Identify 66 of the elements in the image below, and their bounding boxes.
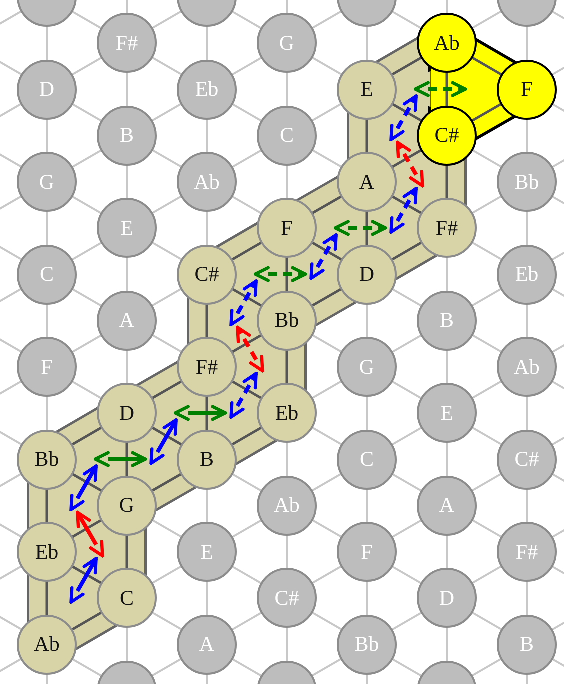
note-circle: D: [17, 60, 77, 120]
note-circle: G: [257, 13, 317, 73]
chord-triangle: [240, 348, 271, 385]
chord-triangle: [400, 71, 431, 108]
note-circle: Bb: [497, 152, 557, 212]
note-circle: F: [497, 60, 557, 120]
transformation-arrow: [70, 464, 98, 512]
chord-triangle: [143, 441, 174, 478]
transformation-arrow: [236, 326, 264, 373]
chord-triangle: [400, 164, 431, 200]
note-circle: C#: [257, 568, 317, 628]
chord-triangle: [303, 256, 334, 292]
note-circle: Bb: [337, 614, 397, 674]
chord-triangle: [63, 488, 94, 524]
note-circle: A: [97, 290, 157, 350]
note-circle: G: [17, 152, 77, 212]
note-circle: F: [17, 337, 77, 397]
transformation-arrow: [254, 266, 308, 282]
note-circle: B: [417, 290, 477, 350]
transformation-arrow: [76, 511, 104, 558]
note-circle: F: [337, 522, 397, 582]
chord-triangle: [63, 580, 94, 616]
transformation-arrow: [94, 451, 148, 468]
chord-triangle: [223, 302, 254, 339]
transformation-arrow: [396, 141, 424, 188]
transformation-arrow: [334, 220, 388, 236]
transformation-arrow: [414, 81, 468, 98]
note-circle: Ab: [17, 614, 77, 674]
transformation-arrow: [174, 405, 228, 422]
transformation-arrow: [70, 557, 98, 604]
transformation-arrow: [310, 234, 338, 280]
transformation-arrow: [230, 280, 258, 326]
note-circle: Ab: [257, 476, 317, 536]
chord-triangle: [160, 395, 191, 432]
note-circle: Ab: [497, 337, 557, 397]
note-circle: Eb: [497, 244, 557, 304]
chord-triangle: [383, 118, 414, 154]
chord-triangle: [383, 210, 414, 246]
note-circle: C: [257, 106, 317, 166]
note-circle: B: [497, 614, 557, 674]
note-circle: E: [97, 198, 157, 258]
note-circle: G: [337, 337, 397, 397]
chord-triangle: [223, 395, 254, 432]
note-circle: F#: [97, 13, 157, 73]
note-circle: C: [337, 430, 397, 490]
note-circle: E: [417, 383, 477, 443]
note-circle: C#: [497, 430, 557, 490]
note-circle: Eb: [177, 60, 237, 120]
note-circle: A: [417, 476, 477, 536]
chord-triangle: [80, 534, 111, 570]
note-circle: D: [417, 568, 477, 628]
note-circle: B: [97, 106, 157, 166]
note-circle: C: [17, 244, 77, 304]
chord-triangle: [463, 71, 494, 108]
note-circle: E: [177, 522, 237, 582]
note-circle: Ab: [417, 13, 477, 73]
transformation-arrow: [150, 418, 178, 466]
note-circle: A: [177, 614, 237, 674]
chord-triangle: [240, 256, 271, 292]
note-circle: Ab: [177, 152, 237, 212]
transformation-arrow: [390, 94, 418, 142]
chord-triangle: [80, 441, 111, 478]
transformation-arrow: [390, 187, 418, 234]
chord-triangle: [320, 210, 351, 246]
transformation-arrow: [230, 372, 258, 419]
note-circle: F#: [497, 522, 557, 582]
